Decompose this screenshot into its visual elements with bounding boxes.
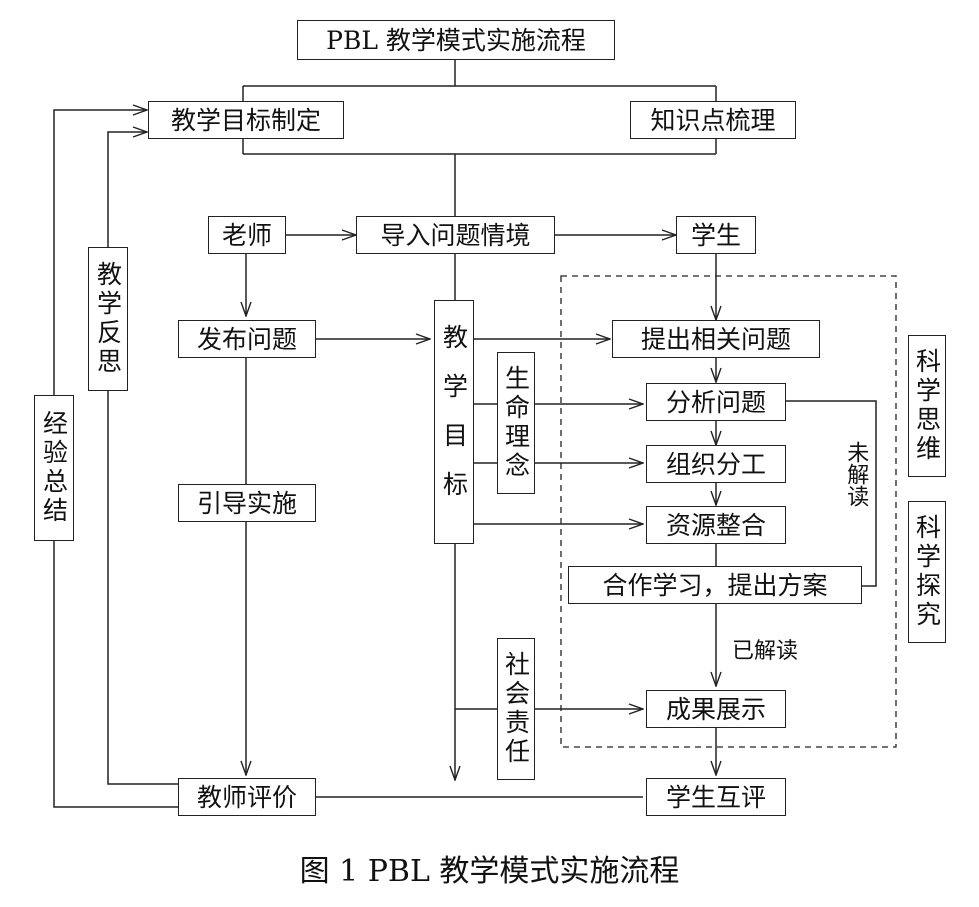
node-life-concept: 生命理念 [497,352,535,494]
node-cooperative-learning: 合作学习，提出方案 [568,566,862,604]
node-scientific-thinking: 科学思维 [908,335,946,477]
node-resource-integration: 资源整合 [646,506,786,544]
node-analyze-problem: 分析问题 [646,383,786,421]
node-teaching-reflection: 教学反思 [88,247,128,391]
node-goal-setting: 教学目标制定 [148,101,344,139]
loop-reflection [107,132,178,785]
node-teacher: 老师 [208,216,286,254]
edge-label-not-understood: 未解读 [843,441,869,507]
node-teaching-goal: 教学目标 [434,300,474,544]
node-scientific-inquiry: 科学探究 [908,501,946,643]
loop-not-understood [786,400,877,587]
edge-label-understood: 已解读 [732,639,799,664]
node-knowledge-sorting: 知识点梳理 [630,101,796,139]
node-intro-scenario: 导入问题情境 [356,216,555,254]
node-guide-implementation: 引导实施 [178,484,316,522]
node-peer-evaluation: 学生互评 [646,778,786,816]
node-teacher-evaluation: 教师评价 [178,778,316,816]
node-show-results: 成果展示 [646,690,786,728]
node-raise-problem: 提出相关问题 [612,320,820,358]
node-organize-division: 组织分工 [646,445,786,483]
figure-caption: 图 1 PBL 教学模式实施流程 [299,854,680,889]
title-box: PBL 教学模式实施流程 [297,20,615,60]
node-experience-summary: 经验总结 [34,395,74,541]
node-student: 学生 [676,216,756,254]
node-publish-problem: 发布问题 [178,320,316,358]
node-social-responsibility: 社会责任 [497,638,535,780]
student-activity-dashed-region [560,275,897,748]
